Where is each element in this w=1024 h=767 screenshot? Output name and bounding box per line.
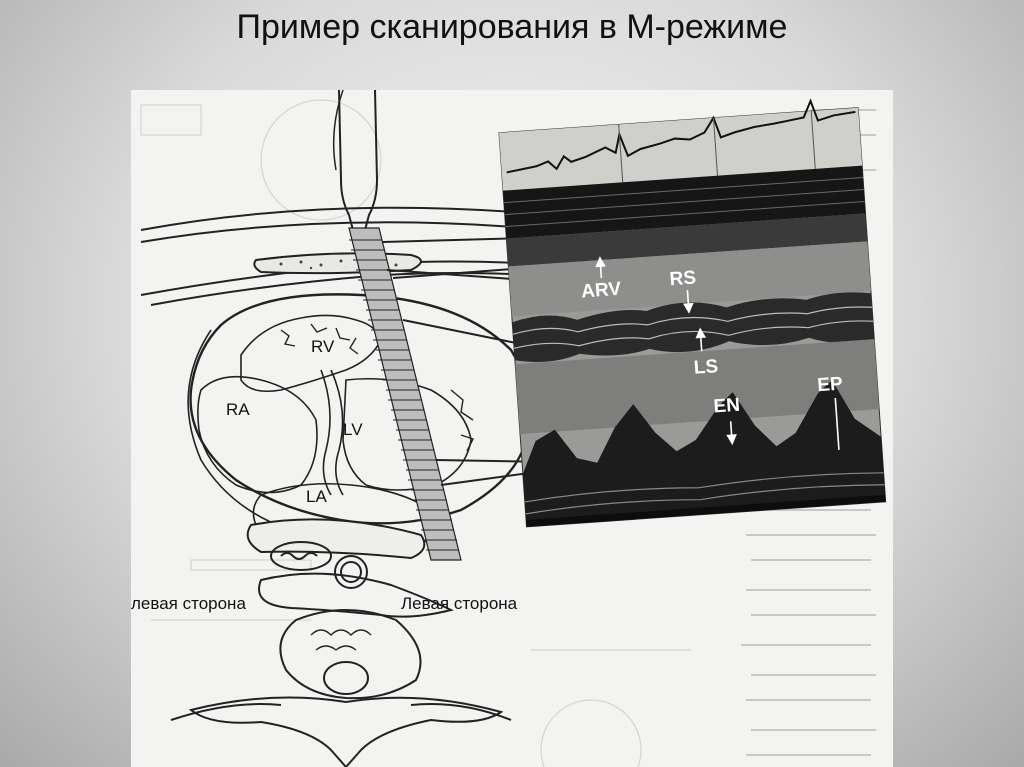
- slide-title: Пример сканирования в М-режиме: [236, 8, 788, 46]
- m-mode-figure: левая сторона Левая сторона RV RA LV LA: [131, 90, 893, 767]
- lv-label: LV: [343, 420, 363, 439]
- rs-label: RS: [669, 267, 697, 290]
- en-label: EN: [713, 395, 741, 418]
- figure-svg: левая сторона Левая сторона RV RA LV LA: [131, 90, 887, 767]
- ecg-trace: [506, 98, 856, 174]
- spine: [170, 518, 512, 767]
- label-arrows: [595, 256, 840, 450]
- left-side-cut-label: левая сторона: [131, 594, 246, 613]
- arv-label: ARV: [581, 279, 622, 303]
- la-label: LA: [306, 487, 327, 506]
- ep-label: EP: [817, 373, 844, 396]
- ls-label: LS: [693, 356, 719, 379]
- ra-wall: [197, 375, 318, 494]
- ra-label: RA: [226, 400, 250, 419]
- septum: [320, 369, 344, 496]
- left-side-label: Левая сторона: [401, 594, 518, 613]
- m-mode-echo-image: ARV RS LS EN EP: [498, 98, 887, 528]
- rv-label: RV: [311, 337, 335, 356]
- ultrasound-beam: [348, 227, 462, 561]
